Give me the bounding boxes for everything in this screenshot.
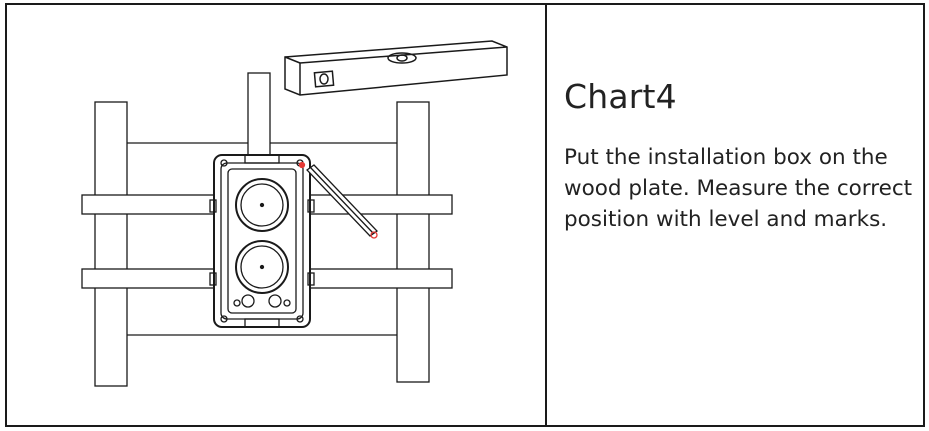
installation-diagram <box>81 40 508 387</box>
right-post <box>396 101 430 383</box>
installation-box-icon <box>209 154 315 328</box>
step-title: Chart4 <box>564 77 677 116</box>
vertical-board <box>247 72 271 164</box>
step-description: Put the installation box on the wood pla… <box>564 145 913 232</box>
installation-illustration <box>7 5 547 425</box>
step-card: Chart4 Put the installation box on the w… <box>5 3 925 427</box>
spirit-level-icon <box>284 40 508 96</box>
pencil-icon <box>298 161 378 239</box>
step-text: Chart4 Put the installation box on the w… <box>547 5 923 425</box>
left-post <box>94 101 128 387</box>
